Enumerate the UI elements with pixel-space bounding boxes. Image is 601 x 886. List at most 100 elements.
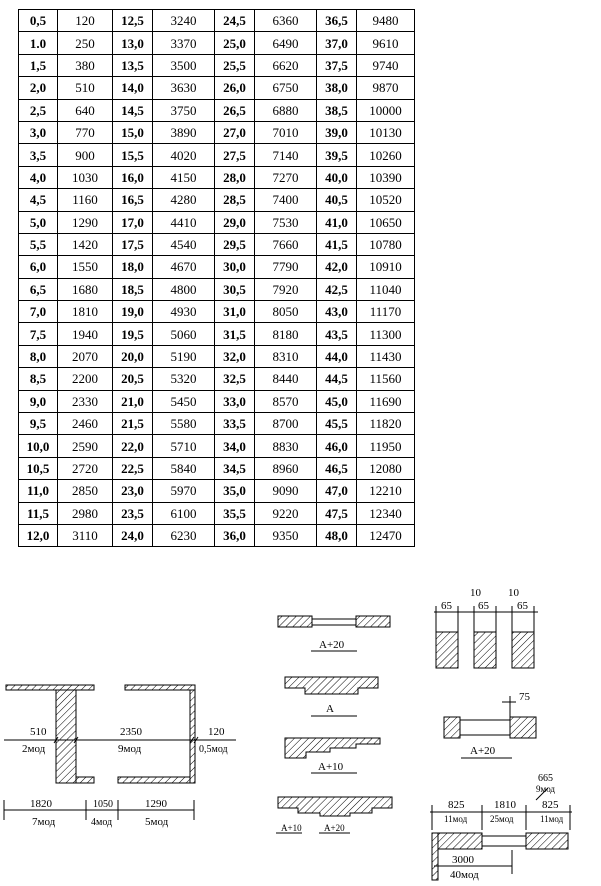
table-cell-modules: 1,5 [18,53,58,78]
wall-pier-right [189,689,196,784]
table-cell-modules: 14,5 [112,98,153,122]
table-cell-length: 9870 [356,76,415,100]
dim-825-right: 825 [542,799,559,811]
window-gap [459,719,511,736]
table-cell-modules: 18,5 [112,277,153,302]
dim-10-1: 10 [470,587,482,599]
table-cell-modules: 21,5 [112,412,153,436]
mod-11-left: 11мод [444,814,468,824]
brick-pier-left [443,716,461,739]
table-cell-modules: 20,5 [112,367,153,391]
profile-3 [284,737,381,759]
table-cell-length: 1030 [57,165,113,190]
label-a10: А+10 [318,761,344,773]
table-cell-modules: 22,0 [112,434,153,458]
table-cell-modules: 5,0 [18,210,58,234]
table-cell-length: 10260 [356,143,415,167]
table-cell-modules: 36,5 [316,8,357,33]
dim-510: 510 [30,726,47,738]
table-cell-length: 11170 [356,300,415,324]
profile-1-left [277,615,313,628]
table-cell-modules: 12,0 [18,523,58,548]
dim-65-1: 65 [441,600,453,612]
table-cell-modules: 18,0 [112,255,153,279]
mod-9-long: 9мод [536,784,555,794]
table-cell-length: 3240 [152,8,215,33]
table-cell-length: 12080 [356,456,415,481]
table-cell-modules: 7,0 [18,300,58,324]
table-cell-modules: 10,5 [18,456,58,481]
table-cell-length: 8700 [254,412,317,436]
table-cell-modules: 31,5 [214,322,255,346]
table-cell-length: 12470 [356,523,415,548]
dim-665: 665 [538,773,553,784]
table-cell-length: 8180 [254,322,317,346]
dim-1050: 1050 [93,799,113,810]
dim-75: 75 [519,691,531,703]
table-cell-modules: 24,5 [214,8,255,33]
long-wall-left [437,832,483,850]
table-cell-modules: 25,0 [214,31,255,55]
table-cell-length: 380 [57,53,113,78]
table-cell-length: 11300 [356,322,415,346]
mod-7: 7мод [32,816,56,828]
wall-plan-drawing [5,684,196,784]
table-cell-length: 8830 [254,434,317,458]
table-cell-modules: 39,5 [316,143,357,167]
table-cell-length: 11950 [356,434,415,458]
table-cell-modules: 6,5 [18,277,58,302]
label-a10-small: А+10 [281,823,302,833]
dim-120: 120 [208,726,225,738]
wall-flange-right [124,684,196,691]
table-cell-length: 5320 [152,367,215,391]
table-cell-length: 11430 [356,344,415,369]
brick-3 [511,631,535,669]
table-cell-length: 3500 [152,53,215,78]
table-cell-modules: 22,5 [112,456,153,481]
profile-1-gap [311,618,357,626]
table-cell-length: 2590 [57,434,113,458]
dim-65-3: 65 [517,600,529,612]
profile-1-right [355,615,391,628]
table-cell-length: 5450 [152,389,215,414]
table-cell-modules: 19,0 [112,300,153,324]
opening-profiles [276,615,393,834]
table-cell-length: 3110 [57,523,113,548]
table-cell-modules: 7,5 [18,322,58,346]
bricks-drawing [434,606,538,759]
wall-flange-left [5,684,95,691]
table-cell-length: 11040 [356,277,415,302]
table-cell-modules: 42,5 [316,277,357,302]
wall-pier-left [55,689,77,784]
long-wall-end [431,832,439,881]
table-cell-length: 10780 [356,232,415,257]
table-cell-modules: 31,0 [214,300,255,324]
table-cell-length: 10000 [356,98,415,122]
table-cell-modules: 48,0 [316,523,357,548]
table-cell-modules: 11,0 [18,479,58,503]
wall-bottom-right [117,776,191,784]
brick-2 [473,631,497,669]
long-wall-drawing [430,787,572,881]
brick-labels: 65 65 65 10 10 75 А+20 [441,587,531,757]
table-cell-length: 6360 [254,8,317,33]
table-cell-modules: 34,5 [214,456,255,481]
table-cell-modules: 5,5 [18,232,58,257]
table-cell-length: 1810 [57,300,113,324]
table-cell-length: 9610 [356,31,415,55]
table-cell-modules: 12,5 [112,8,153,33]
table-cell-modules: 19,5 [112,322,153,346]
table-cell-length: 10130 [356,120,415,145]
table-cell-length: 12210 [356,479,415,503]
table-cell-modules: 30,0 [214,255,255,279]
